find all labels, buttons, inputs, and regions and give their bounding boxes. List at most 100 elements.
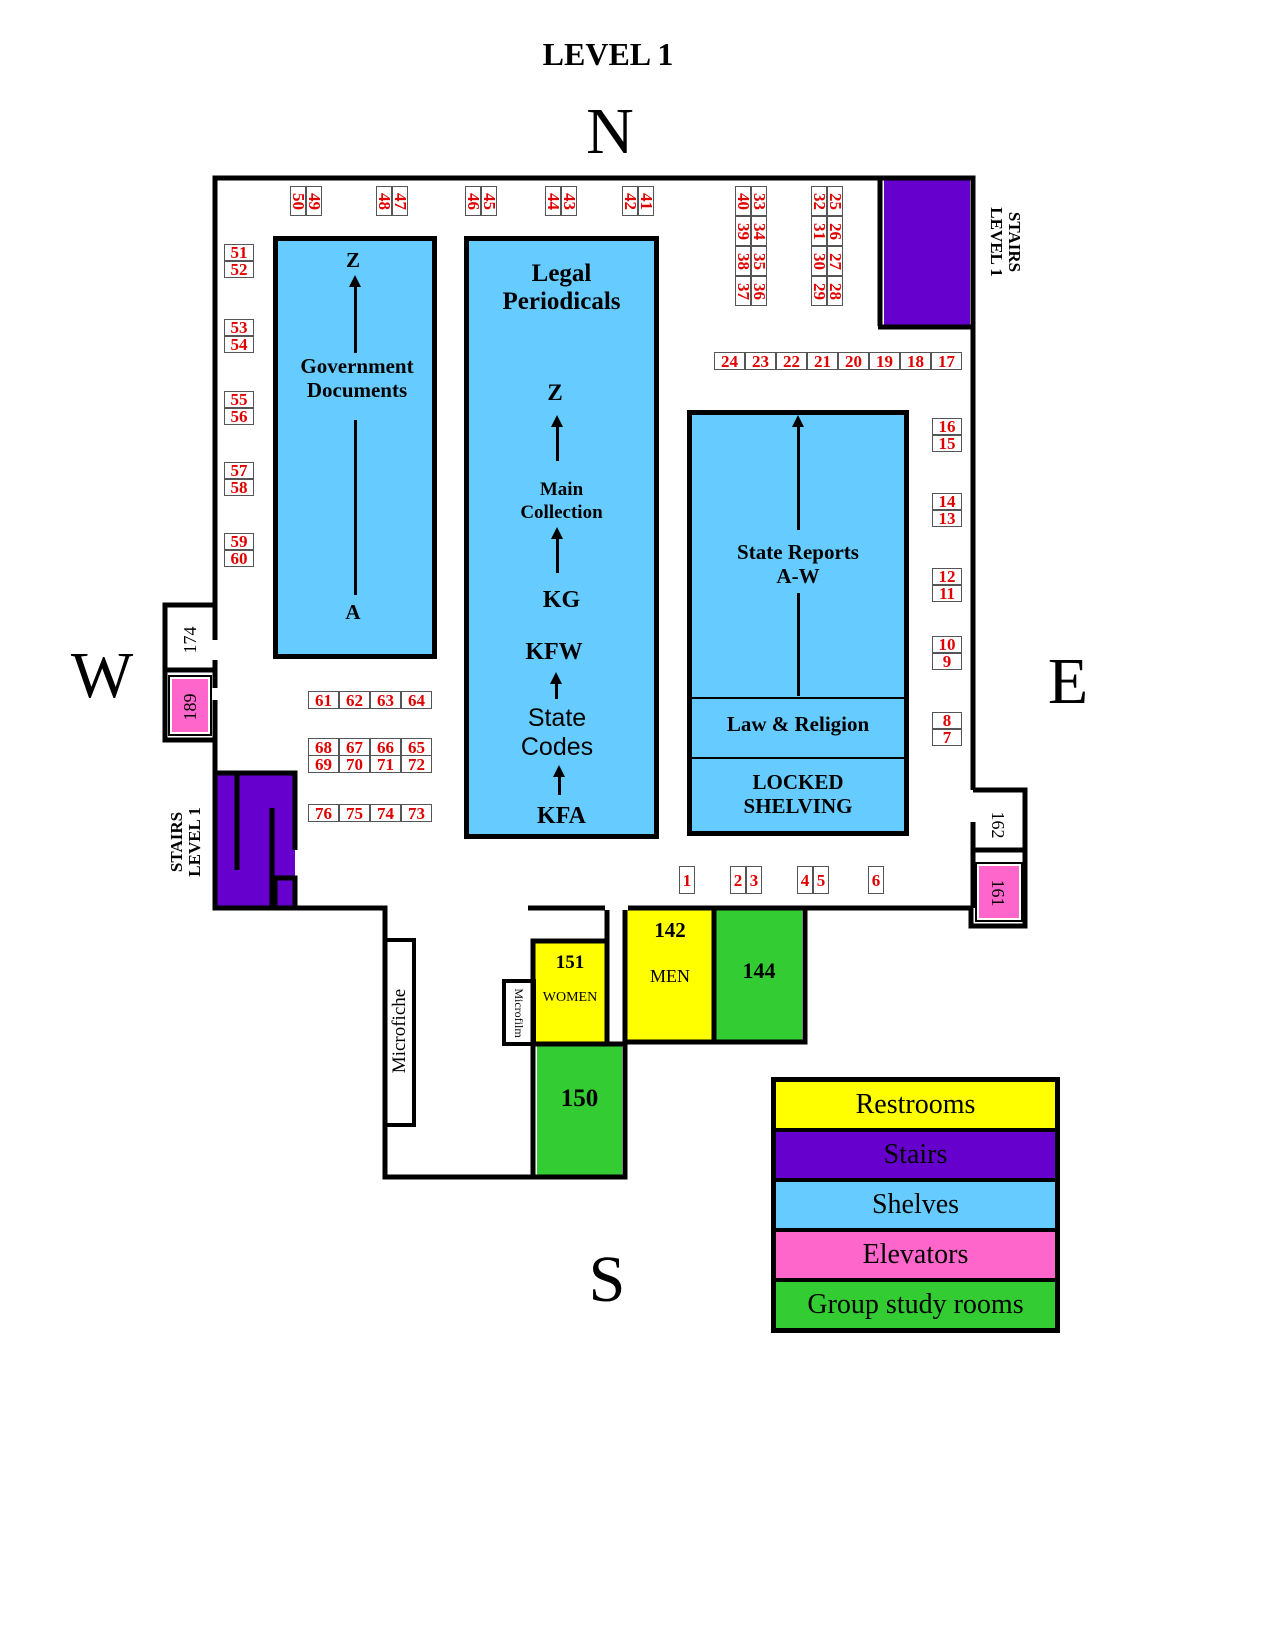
room-142-men-label: MEN (650, 966, 690, 986)
study-seat-64: 64 (401, 691, 432, 709)
seat-number: 15 (938, 434, 956, 453)
study-seat-75: 75 (339, 804, 370, 822)
seat-number: 44 (543, 192, 563, 210)
seat-number: 38 (733, 252, 753, 270)
study-seat-59: 59 (224, 533, 254, 550)
room-142-men (627, 910, 713, 1041)
study-seat-32: 32 (810, 186, 829, 216)
seat-number: 7 (942, 728, 952, 747)
stairs-east (884, 180, 970, 326)
room-151-women (535, 943, 605, 1043)
study-seat-27: 27 (826, 246, 845, 276)
seat-number: 20 (845, 351, 862, 371)
room-189-label: 189 (179, 693, 200, 721)
legend-label: Shelves (871, 1189, 960, 1220)
study-seat-22: 22 (776, 352, 807, 370)
seat-number: 29 (809, 282, 829, 300)
gov-docs-line1: Government (300, 354, 414, 378)
study-seat-21: 21 (807, 352, 838, 370)
state-codes-end: KFW (525, 639, 583, 665)
study-seat-49: 49 (305, 186, 324, 216)
arrow-up-icon (553, 765, 565, 795)
seat-number: 13 (938, 509, 956, 528)
seat-number: 24 (721, 351, 738, 371)
stairs-east-line1: STAIRS (1005, 211, 1024, 273)
seat-number: 64 (408, 690, 425, 710)
study-seat-42: 42 (621, 186, 640, 216)
study-seat-20: 20 (838, 352, 869, 370)
study-seat-57: 57 (224, 462, 254, 479)
study-seat-67: 67 (339, 738, 370, 756)
study-seat-70: 70 (339, 755, 370, 773)
seat-number: 33 (749, 192, 769, 210)
state-codes-line2: Codes (520, 733, 594, 761)
study-seat-25: 25 (826, 186, 845, 216)
study-seat-30: 30 (809, 246, 829, 276)
seat-number: 50 (288, 192, 308, 210)
study-seat-44: 44 (543, 186, 563, 216)
room-144-number: 144 (742, 958, 776, 983)
study-seat-31: 31 (810, 216, 829, 246)
seat-number: 22 (783, 351, 800, 371)
study-seat-2: 2 (730, 866, 746, 894)
study-seat-46: 46 (464, 186, 483, 216)
gov-docs-line2: Documents (306, 378, 408, 402)
study-seat-29: 29 (809, 276, 829, 306)
study-seat-9: 9 (932, 653, 962, 670)
seat-number: 18 (907, 351, 924, 371)
study-seat-23: 23 (745, 352, 776, 370)
seat-number: 71 (377, 754, 394, 774)
study-seat-10: 10 (932, 636, 962, 653)
seat-number: 54 (230, 335, 248, 354)
seat-number: 47 (390, 192, 410, 210)
seat-number: 56 (230, 407, 248, 426)
arrow-up-icon (349, 275, 361, 353)
study-seat-38: 38 (733, 246, 753, 276)
seat-number: 30 (809, 252, 829, 270)
study-seat-71: 71 (370, 755, 401, 773)
seat-number: 5 (816, 870, 826, 890)
seat-number: 66 (377, 737, 394, 757)
state-codes-label: State Codes (464, 704, 650, 762)
state-reports-label: State Reports A-W (687, 540, 909, 588)
state-codes-line1: State (527, 704, 587, 732)
study-seat-1: 1 (679, 866, 695, 894)
seat-number: 26 (825, 222, 845, 240)
seat-number: 36 (749, 282, 769, 300)
study-seat-51: 51 (224, 244, 254, 261)
study-seat-68: 68 (308, 738, 339, 756)
elevator-189 (168, 675, 212, 736)
seat-number: 62 (346, 690, 363, 710)
state-codes-start: KFA (537, 803, 586, 829)
seat-number: 43 (559, 192, 579, 210)
seat-number: 69 (315, 754, 332, 774)
study-seat-50: 50 (288, 186, 308, 216)
study-seat-33: 33 (749, 186, 769, 216)
seat-number: 51 (230, 243, 248, 262)
study-seat-74: 74 (370, 804, 401, 822)
seat-number: 11 (938, 584, 956, 603)
study-seat-65: 65 (401, 738, 432, 756)
compass-east: E (1047, 645, 1089, 718)
law-religion-label: Law & Religion (726, 712, 870, 736)
seat-number: 14 (938, 492, 956, 511)
study-seat-60: 60 (224, 550, 254, 567)
seat-number: 65 (408, 737, 425, 757)
legend-shelves: Shelves (776, 1182, 1055, 1228)
study-seat-56: 56 (224, 408, 254, 425)
seat-number: 57 (230, 461, 248, 480)
seat-number: 58 (230, 478, 248, 497)
seat-number: 34 (749, 222, 769, 240)
study-seat-47: 47 (390, 186, 410, 216)
study-seat-6: 6 (868, 866, 884, 894)
seat-number: 17 (938, 351, 955, 371)
seat-number: 48 (374, 192, 394, 210)
seat-number: 16 (938, 417, 956, 436)
arrow-up-icon (551, 415, 563, 461)
seat-number: 10 (938, 635, 956, 654)
legal-periodicals-line1: Legal (531, 260, 592, 287)
study-seat-53: 53 (224, 319, 254, 336)
study-seat-17: 17 (931, 352, 962, 370)
seat-number: 3 (749, 870, 759, 890)
